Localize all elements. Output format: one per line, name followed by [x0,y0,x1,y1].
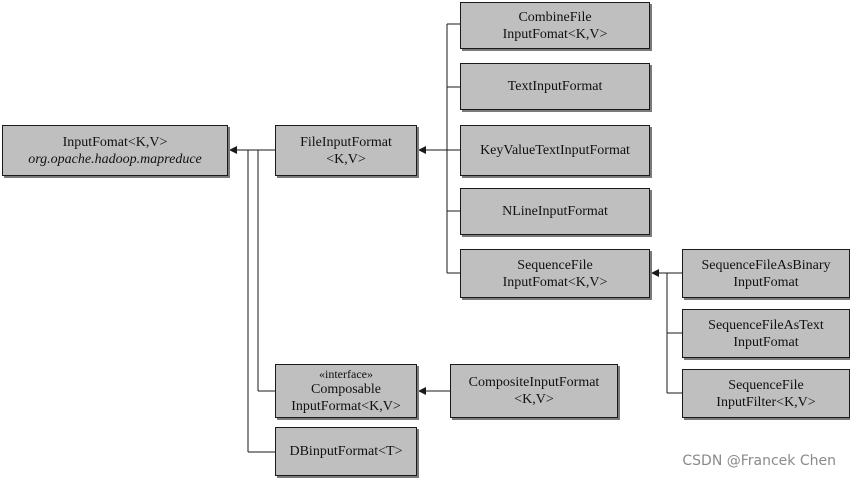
node-fileinputformat: FileInputFormat <K,V> [275,125,417,176]
node-sequencefileinputformat: SequenceFile InputFomat<K,V> [460,249,650,298]
node-combinefile-line2: InputFomat<K,V> [502,26,608,42]
node-textinputformat: TextInputFormat [460,63,650,110]
node-textinputformat-name: TextInputFormat [507,79,603,94]
node-composable-line2: InputFormat<K,V> [291,399,401,414]
node-keyvaluetextinputformat: KeyValueTextInputFormat [460,125,650,176]
watermark: CSDN @Francek Chen [682,453,836,469]
node-sequencefileastextinputformat: SequenceFileAsText InputFomat [682,309,850,358]
node-inputformat: InputFomat<K,V> org.opache.hadoop.mapred… [2,125,228,176]
node-seqastext-line1: SequenceFileAsText [708,317,824,333]
node-sequencefileasbinaryinputformat: SequenceFileAsBinary InputFomat [682,249,850,298]
node-combinefileinputformat: CombineFile InputFomat<K,V> [460,2,650,49]
node-keyvaluetext-name: KeyValueTextInputFormat [480,143,630,158]
node-seqasbinary-line1: SequenceFileAsBinary [701,257,831,273]
node-inputformat-name: InputFomat<K,V> [62,134,168,150]
node-sequencefileinputfilter: SequenceFile InputFilter<K,V> [682,369,850,418]
node-sequencefile-line2: InputFomat<K,V> [502,274,608,290]
node-composable-line1: Composable [311,382,381,397]
node-seqfilter-line1: SequenceFile [728,377,804,393]
node-composite-line1: CompositeInputFormat [468,375,600,390]
node-composite-line2: <K,V> [514,392,554,407]
node-composable-stereotype: «interface» [319,367,373,381]
node-fileinputformat-name: FileInputFormat [300,134,392,150]
node-inputformat-package: org.opache.hadoop.mapreduce [28,151,202,167]
node-composableinputformat: «interface» Composable InputFormat<K,V> [275,364,417,418]
node-compositeinputformat: CompositeInputFormat <K,V> [450,364,618,418]
node-seqasbinary-line2: InputFomat [733,274,799,290]
node-nlineinputformat-name: NLineInputFormat [502,204,608,219]
node-seqfilter-line2: InputFilter<K,V> [716,394,816,410]
node-combinefile-line1: CombineFile [518,9,592,25]
node-nlineinputformat: NLineInputFormat [460,188,650,235]
node-dbinputformat: DBinputFormat<T> [275,427,417,476]
node-seqastext-line2: InputFomat [733,334,799,350]
node-sequencefile-line1: SequenceFile [517,257,593,273]
node-fileinputformat-generic: <K,V> [326,151,366,167]
node-dbinputformat-name: DBinputFormat<T> [289,444,403,459]
